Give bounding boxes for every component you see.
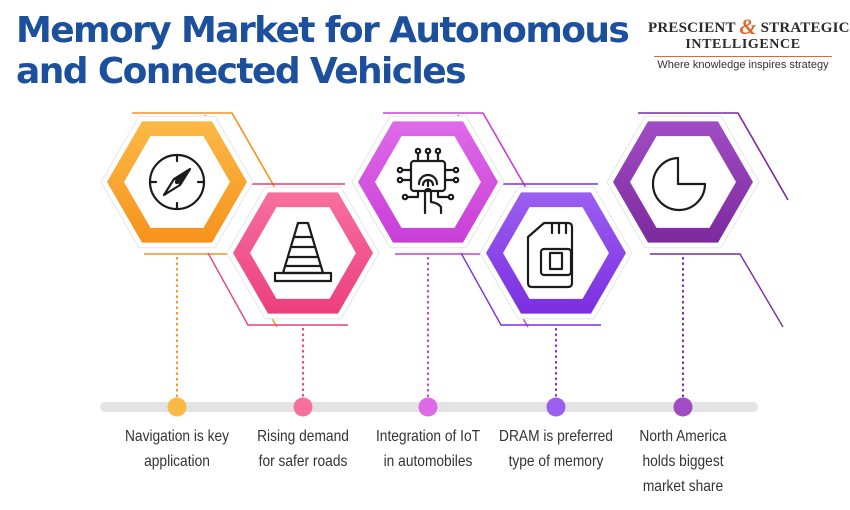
company-logo: PRESCIENT & STRATEGIC INTELLIGENCE Where… <box>648 14 849 71</box>
connector-line <box>207 252 348 326</box>
connector-line <box>638 112 789 201</box>
connector-line <box>460 252 601 326</box>
compass-icon <box>148 153 206 211</box>
step-label: DRAM is preferred type of memory <box>492 424 621 474</box>
traffic-cone-icon <box>273 221 333 283</box>
sd-card-icon <box>526 221 574 289</box>
connector-line <box>650 253 784 328</box>
connector-line <box>383 112 534 201</box>
hexagon-row <box>100 115 760 320</box>
step-label-line-1: Navigation is key <box>124 428 230 445</box>
step-hexagon <box>351 115 505 249</box>
logo-word-strategic: STRATEGIC <box>760 20 850 36</box>
step-hexagon <box>226 186 380 320</box>
timeline-dot <box>673 397 693 417</box>
logo-divider <box>654 56 832 57</box>
step-label-line-2: type of memory <box>508 453 604 470</box>
step-label-line-3: market share <box>642 478 724 495</box>
step-label-line-2: holds biggest <box>642 453 724 470</box>
pie-chart-icon <box>651 156 707 212</box>
step-label: Navigation is key application <box>113 424 242 474</box>
logo-word-prescient: PRESCIENT <box>648 20 736 36</box>
step-label: Integration of IoT in automobiles <box>364 424 493 474</box>
step-label-line-2: for safer roads <box>258 453 348 470</box>
logo-line-1: PRESCIENT & STRATEGIC <box>648 14 849 40</box>
chip-fingerprint-icon <box>396 147 460 215</box>
connector-line <box>132 112 283 201</box>
timeline-dot <box>418 397 438 417</box>
page-title: Memory Market for Autonomous and Connect… <box>16 10 630 92</box>
step-label-line-1: Integration of IoT <box>375 428 481 445</box>
step-hexagon <box>100 115 254 249</box>
hexagon-inner <box>250 207 356 299</box>
logo-tagline: Where knowledge inspires strategy <box>657 59 829 71</box>
timeline-dot <box>167 397 187 417</box>
step-hexagon <box>606 115 760 249</box>
timeline-dots <box>167 256 693 417</box>
step-label-line-1: North America <box>639 428 727 445</box>
step-label: North America holds biggest market share <box>619 424 748 499</box>
step-label-line-2: application <box>144 453 210 470</box>
timeline-dot <box>546 397 566 417</box>
step-label-line-2: in automobiles <box>383 453 473 470</box>
timeline-dot <box>293 397 313 417</box>
logo-line-2: INTELLIGENCE <box>685 37 801 52</box>
logo-ampersand: & <box>739 14 757 39</box>
step-label-line-1: DRAM is preferred <box>499 428 613 445</box>
title-line-1: Memory Market for Autonomous <box>16 10 630 51</box>
step-label-line-1: Rising demand <box>257 428 349 445</box>
title-line-2: and Connected Vehicles <box>16 51 467 92</box>
hexagon-inner <box>630 136 736 228</box>
step-hexagon <box>479 186 633 320</box>
step-label: Rising demand for safer roads <box>239 424 368 474</box>
